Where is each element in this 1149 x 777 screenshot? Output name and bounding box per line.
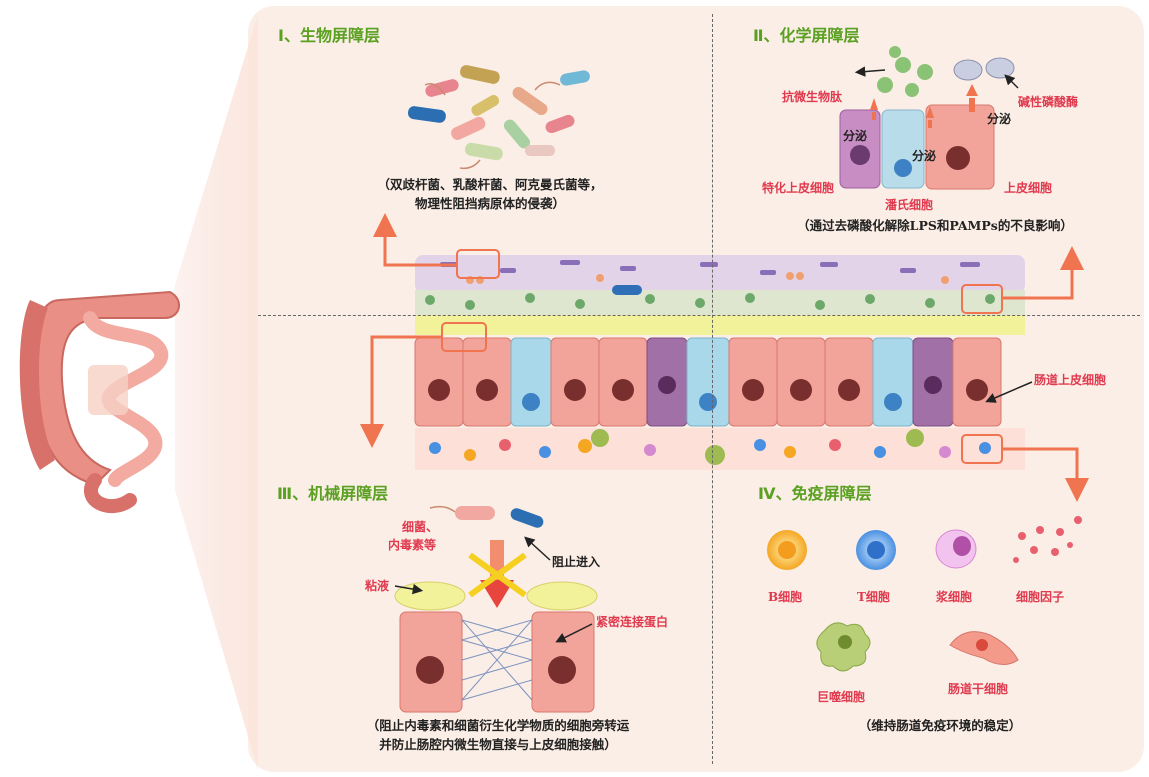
label-cytokine: 细胞因子	[1016, 590, 1065, 604]
label-secrete-1: 分泌	[843, 129, 868, 143]
section-title-biological: Ⅰ、生物屏障层	[278, 26, 380, 45]
label-tight-junction: 紧密连接蛋白	[596, 615, 669, 629]
label-t-cell: T细胞	[857, 590, 890, 604]
connector-arrows	[360, 213, 1089, 502]
zoom-funnel	[175, 14, 258, 770]
section-title-chemical: Ⅱ、化学屏障层	[753, 26, 860, 45]
label-plasma-cell: 浆细胞	[936, 590, 973, 604]
caption-biological-line2: 物理性阻挡病原体的侵袭）	[414, 196, 565, 211]
label-macrophage: 巨噬细胞	[817, 690, 866, 704]
label-intestinal-epithelial-cell: 肠道上皮细胞	[1034, 373, 1107, 387]
tissue-cross-section	[414, 255, 1025, 470]
label-alkaline-phosphatase: 碱性磷酸酶	[1018, 95, 1079, 109]
divider-vertical	[712, 14, 713, 764]
label-secrete-3: 分泌	[987, 112, 1012, 126]
label-b-cell: B细胞	[768, 590, 803, 604]
chemical-barrier-illustration	[839, 46, 1019, 190]
section-title-immune: Ⅳ、免疫屏障层	[758, 484, 872, 503]
bacteria-cluster	[407, 65, 590, 170]
label-antimicrobial-peptide: 抗微生物肽	[782, 90, 843, 104]
caption-biological-line1: （双歧杆菌、乳酸杆菌、阿克曼氏菌等，	[377, 177, 603, 192]
intestine-organ	[19, 290, 180, 514]
label-paneth-cell: 潘氏细胞	[885, 198, 934, 212]
label-mucus: 粘液	[365, 579, 390, 593]
caption-chemical: （通过去磷酸化解除LPS和PAMPs的不良影响）	[797, 218, 1073, 233]
cytokine-icon	[1013, 516, 1082, 563]
caption-immune: （维持肠道免疫环境的稳定）	[858, 718, 1022, 733]
mechanical-barrier-illustration	[394, 505, 598, 713]
caption-mechanical-line2: 并防止肠腔内微生物直接与上皮细胞接触）	[379, 737, 617, 752]
divider-horizontal	[258, 315, 1140, 316]
label-epithelial-cell: 上皮细胞	[1004, 181, 1053, 195]
label-secrete-2: 分泌	[912, 149, 937, 163]
label-bacteria-line2: 内毒素等	[388, 538, 437, 552]
label-block-entry: 阻止进入	[552, 555, 601, 569]
caption-mechanical: （阻止内毒素和细菌衍生化学物质的细胞旁转运 并防止肠腔内微生物直接与上皮细胞接触…	[300, 716, 696, 754]
label-specialized-epithelial: 特化上皮细胞	[762, 181, 835, 195]
immune-cells	[767, 516, 1082, 672]
label-bacteria-line1: 细菌、	[402, 520, 439, 534]
caption-biological: （双歧杆菌、乳酸杆菌、阿克曼氏菌等， 物理性阻挡病原体的侵袭）	[330, 175, 650, 213]
section-title-mechanical: Ⅲ、机械屏障层	[277, 484, 389, 503]
epithelial-cells	[414, 337, 1002, 427]
caption-mechanical-line1: （阻止内毒素和细菌衍生化学物质的细胞旁转运	[366, 718, 630, 733]
label-intestinal-stem-cell: 肠道干细胞	[948, 682, 1009, 696]
